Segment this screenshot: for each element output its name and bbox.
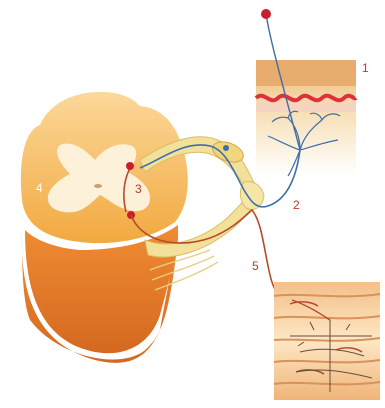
skin-dermis-band	[256, 103, 356, 112]
label-afferent-neuron: 2	[293, 198, 300, 212]
afferent-cell-body	[223, 145, 229, 151]
label-spinal-cord: 4	[36, 181, 43, 195]
spinal-cord: 4	[21, 92, 188, 363]
interneuron-synapse-top	[126, 162, 134, 170]
receptor-head	[261, 9, 271, 19]
skin-epidermis	[256, 60, 356, 86]
label-receptor: 1	[362, 61, 369, 75]
central-canal	[94, 184, 102, 188]
label-efferent-neuron: 5	[252, 259, 259, 273]
nerve-trunk	[240, 182, 264, 210]
skin-panel: 1	[256, 9, 369, 176]
label-interneuron: 3	[135, 182, 142, 196]
muscle-panel	[274, 282, 380, 400]
